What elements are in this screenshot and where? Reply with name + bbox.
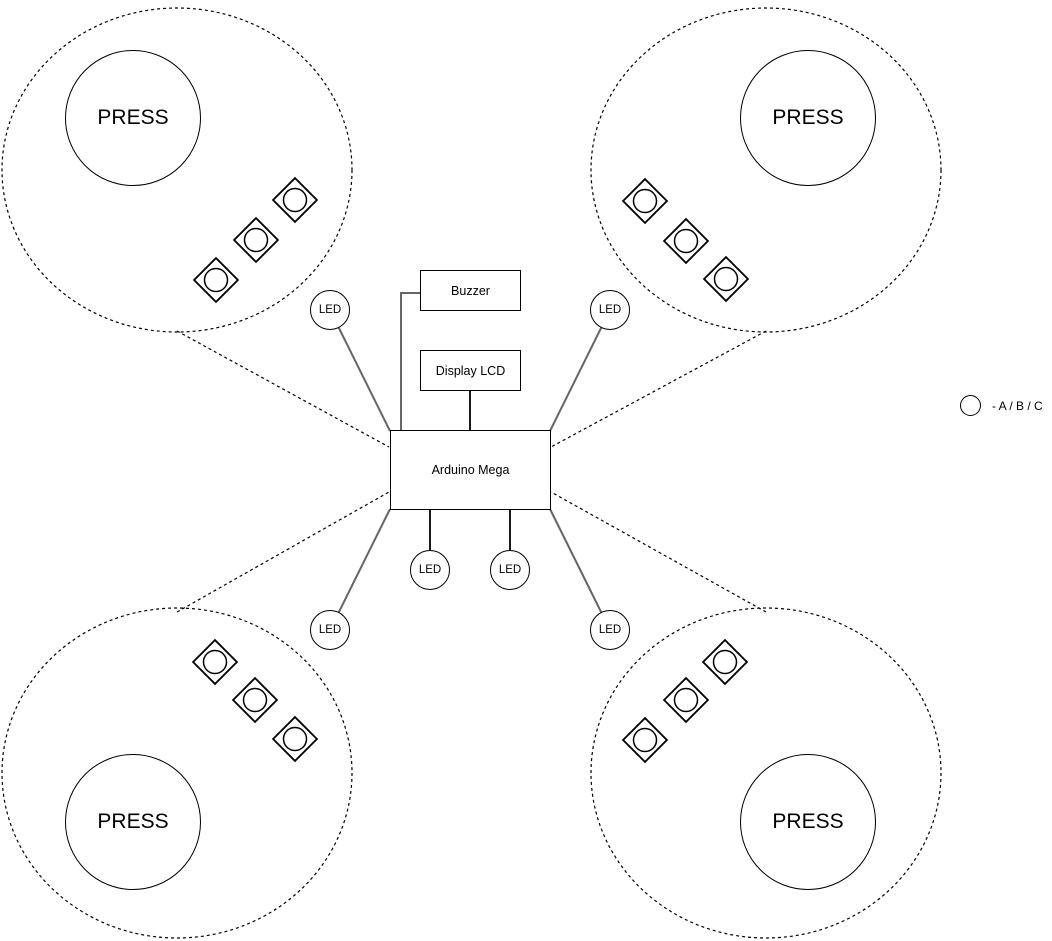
zone-boundary-top-left bbox=[1, 7, 353, 333]
wire-led-top-left bbox=[330, 311, 391, 432]
zone-tail-bottom-left bbox=[176, 491, 390, 613]
zone-boundary-top-right bbox=[590, 7, 942, 333]
diamond-button-icon bbox=[191, 638, 239, 686]
diamond-button-icon bbox=[271, 176, 319, 224]
zone-tail-bottom-right bbox=[550, 491, 767, 613]
button-circle-icon bbox=[960, 395, 981, 416]
led-label: LED bbox=[318, 624, 342, 636]
legend: - A / B / C bbox=[960, 395, 1043, 416]
led-label: LED bbox=[598, 304, 622, 316]
diamond-button-cap bbox=[282, 726, 308, 752]
led-label: LED bbox=[418, 564, 442, 576]
diamond-button-icon bbox=[621, 177, 669, 225]
led-bottom-right: LED bbox=[590, 610, 630, 650]
wire-led-bottom-right bbox=[549, 508, 610, 629]
buzzer-label: Buzzer bbox=[451, 283, 490, 298]
diamond-button-cap bbox=[712, 649, 738, 675]
led-label: LED bbox=[498, 564, 522, 576]
zone-boundary-bottom-left bbox=[1, 607, 353, 939]
diamond-button-cap bbox=[202, 649, 228, 675]
led-bottom-left: LED bbox=[310, 610, 350, 650]
wire-led-top-right bbox=[549, 311, 610, 432]
diamond-button-cap bbox=[203, 267, 229, 293]
zone-tail-top-right bbox=[550, 330, 767, 448]
diamond-button-cap bbox=[673, 228, 699, 254]
diamond-button-icon bbox=[621, 716, 669, 764]
wire-buzzer bbox=[400, 292, 420, 430]
diamond-button-icon bbox=[192, 256, 240, 304]
diamond-button-cap bbox=[673, 687, 699, 713]
arduino-mega-label: Arduino Mega bbox=[431, 463, 510, 477]
diamond-button-icon bbox=[702, 255, 750, 303]
press-label: PRESS bbox=[97, 106, 169, 129]
arduino-mega-box: Arduino Mega bbox=[390, 430, 551, 510]
press-label: PRESS bbox=[772, 810, 844, 833]
diamond-button-icon bbox=[662, 676, 710, 724]
diamond-button-icon bbox=[662, 217, 710, 265]
zone-tail-top-left bbox=[176, 330, 390, 448]
zone-boundary-bottom-right bbox=[590, 607, 942, 939]
press-button-bottom-right: PRESS bbox=[740, 754, 876, 890]
diamond-button-cap bbox=[632, 727, 658, 753]
diamond-button-cap bbox=[282, 187, 308, 213]
press-label: PRESS bbox=[772, 106, 844, 129]
buzzer-box: Buzzer bbox=[420, 270, 521, 311]
diamond-button-icon bbox=[231, 676, 279, 724]
led-top-right: LED bbox=[590, 290, 630, 330]
display-lcd-label: Display LCD bbox=[435, 363, 506, 378]
press-label: PRESS bbox=[97, 810, 169, 833]
press-button-bottom-left: PRESS bbox=[65, 754, 201, 890]
led-center-left: LED bbox=[410, 550, 450, 590]
diamond-button-icon bbox=[232, 216, 280, 264]
display-lcd-box: Display LCD bbox=[420, 350, 521, 391]
diamond-button-cap bbox=[243, 227, 269, 253]
legend-text: - A / B / C bbox=[992, 398, 1043, 413]
diamond-button-icon bbox=[701, 638, 749, 686]
press-button-top-left: PRESS bbox=[65, 50, 201, 186]
diamond-button-cap bbox=[242, 687, 268, 713]
press-button-top-right: PRESS bbox=[740, 50, 876, 186]
diamond-button-icon bbox=[271, 715, 319, 763]
led-label: LED bbox=[598, 624, 622, 636]
led-center-right: LED bbox=[490, 550, 530, 590]
diamond-button-cap bbox=[632, 188, 658, 214]
wire-led-bottom-left bbox=[330, 508, 391, 629]
led-top-left: LED bbox=[310, 290, 350, 330]
diamond-button-cap bbox=[713, 266, 739, 292]
led-label: LED bbox=[318, 304, 342, 316]
